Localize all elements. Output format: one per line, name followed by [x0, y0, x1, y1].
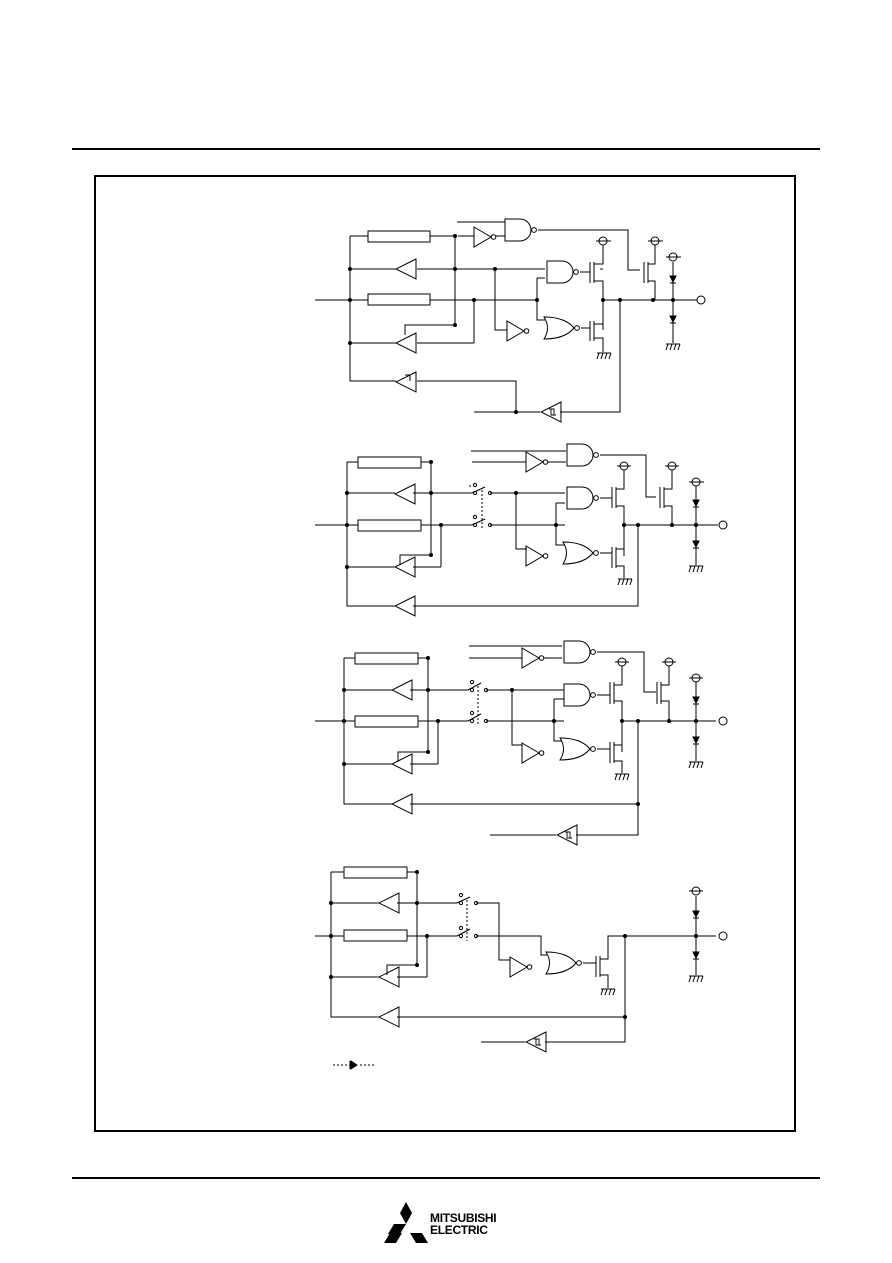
footer-rule [72, 1177, 820, 1179]
circuit-4 [315, 866, 728, 1053]
circuit-3 [315, 640, 728, 846]
logo-wordmark: MITSUBISHI ELECTRIC [430, 1211, 497, 1237]
mitsubishi-logo [384, 1202, 428, 1243]
dotted-diode-icon [333, 1060, 376, 1070]
circuit-2 [315, 443, 728, 617]
circuit-1 [315, 218, 706, 423]
junction-dots [329, 234, 698, 1019]
logo-line-2: ELECTRIC [430, 1223, 488, 1237]
logo-line-1: MITSUBISHI [430, 1211, 497, 1225]
figure-frame [94, 175, 796, 1132]
header-rule [72, 148, 820, 150]
